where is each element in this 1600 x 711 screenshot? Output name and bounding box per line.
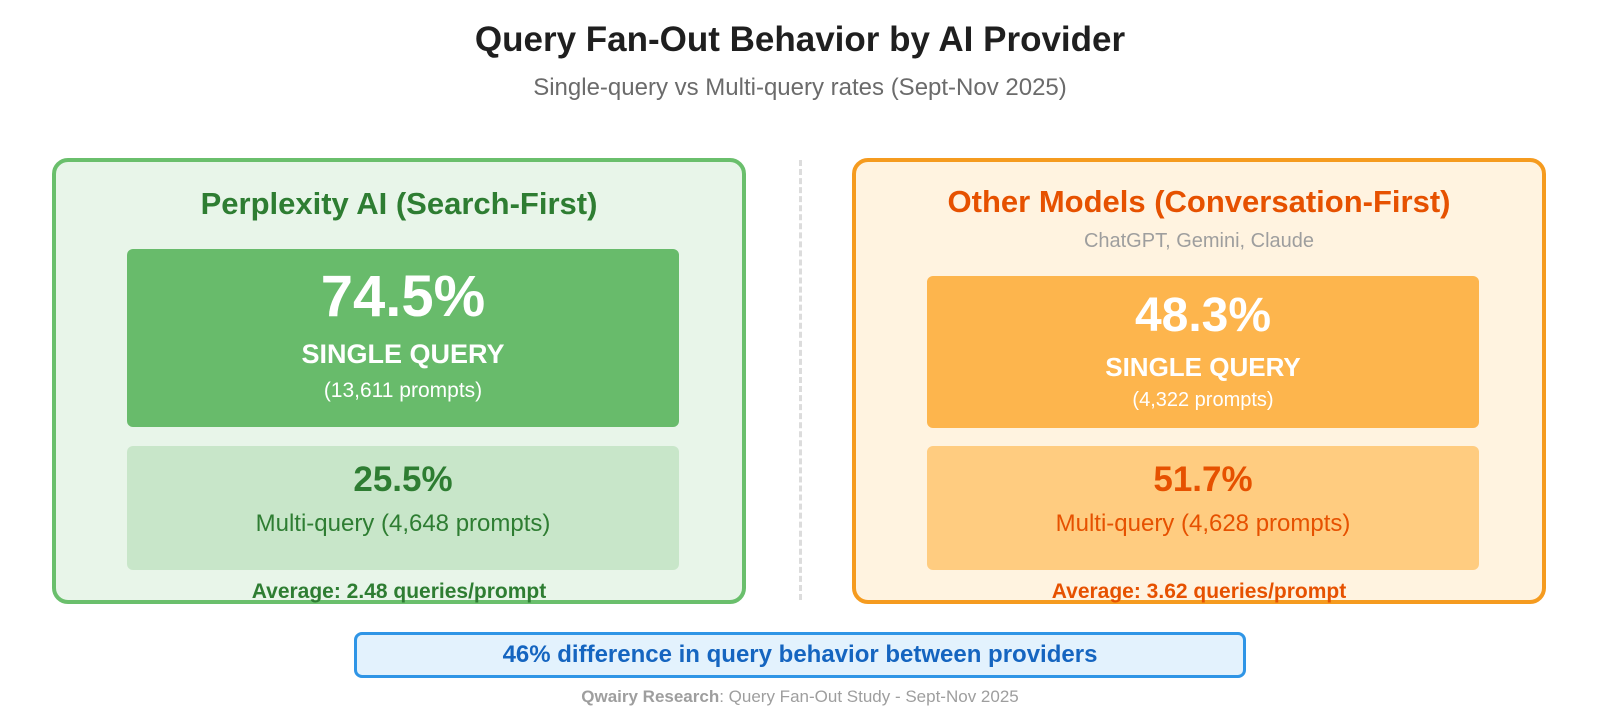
single-query-count: (13,611 prompts) bbox=[323, 379, 483, 402]
chart-subtitle: Single-query vs Multi-query rates (Sept-… bbox=[533, 74, 1067, 101]
single-query-percent: 48.3% bbox=[1134, 289, 1272, 342]
average-queries: Average: 3.62 queries/prompt bbox=[1051, 580, 1347, 603]
average-queries: Average: 2.48 queries/prompt bbox=[251, 580, 547, 603]
single-query-count: (4,322 prompts) bbox=[1132, 389, 1274, 411]
difference-callout: 46% difference in query behavior between… bbox=[354, 632, 1246, 678]
footer-text: : Query Fan-Out Study - Sept-Nov 2025 bbox=[719, 687, 1019, 706]
perplexity-panel: Perplexity AI (Search-First) 74.5% SINGL… bbox=[52, 158, 746, 604]
single-query-box: 74.5% SINGLE QUERY (13,611 prompts) bbox=[127, 249, 679, 427]
footer-brand: Qwairy Research bbox=[581, 687, 720, 706]
panel-title: Perplexity AI (Search-First) bbox=[200, 186, 598, 221]
multi-query-box: 25.5% Multi-query (4,648 prompts) bbox=[127, 446, 679, 570]
single-query-label: SINGLE QUERY bbox=[1105, 352, 1301, 382]
other-models-panel: Other Models (Conversation-First) ChatGP… bbox=[852, 158, 1546, 604]
panel-divider bbox=[799, 160, 802, 600]
multi-query-percent: 51.7% bbox=[1153, 460, 1253, 499]
multi-query-box: 51.7% Multi-query (4,628 prompts) bbox=[927, 446, 1479, 570]
panel-title: Other Models (Conversation-First) bbox=[947, 184, 1451, 219]
multi-query-percent: 25.5% bbox=[353, 460, 453, 499]
chart-title: Query Fan-Out Behavior by AI Provider bbox=[474, 20, 1126, 59]
single-query-box: 48.3% SINGLE QUERY (4,322 prompts) bbox=[927, 276, 1479, 428]
single-query-label: SINGLE QUERY bbox=[301, 339, 505, 369]
multi-query-label: Multi-query (4,628 prompts) bbox=[1055, 510, 1351, 537]
panel-subtitle: ChatGPT, Gemini, Claude bbox=[1083, 230, 1315, 252]
single-query-percent: 74.5% bbox=[320, 264, 486, 329]
footer-source: Qwairy Research: Query Fan-Out Study - S… bbox=[0, 687, 1600, 707]
multi-query-label: Multi-query (4,648 prompts) bbox=[255, 510, 551, 537]
